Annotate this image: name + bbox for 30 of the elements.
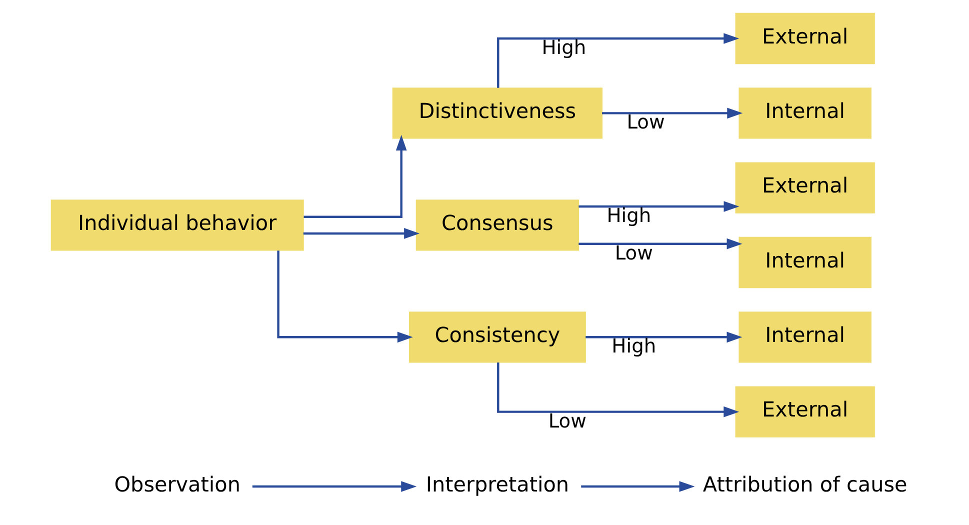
arrow (496, 33, 739, 88)
arrow (496, 362, 739, 418)
node-box: Internal (738, 312, 871, 363)
node-box: Individual behavior (50, 200, 304, 251)
edge-label: High (606, 204, 651, 227)
arrow (580, 481, 694, 492)
arrow (252, 481, 416, 492)
node-box: External (734, 12, 874, 64)
node-box: Distinctiveness (392, 88, 602, 139)
edge-label: Low (614, 241, 652, 264)
node-box: Internal (738, 88, 871, 139)
edge-label: Low (548, 409, 586, 432)
node-box: External (734, 162, 874, 214)
arrow (302, 228, 420, 239)
node-text: Interpretation (425, 472, 569, 496)
arrow (585, 332, 742, 343)
edge-label: High (541, 36, 586, 59)
node-box: Consistency (408, 312, 586, 363)
node-box: External (734, 386, 874, 438)
node-text: Attribution of cause (702, 472, 907, 496)
edge-label: High (611, 334, 656, 358)
arrow (602, 108, 742, 119)
arrow (578, 238, 742, 250)
node-box: Consensus (415, 200, 579, 251)
edge-label: Low (626, 110, 664, 134)
node-box: Internal (738, 236, 871, 288)
arrow (276, 250, 412, 343)
arrow (303, 134, 406, 218)
arrow (578, 201, 739, 212)
node-text: Observation (114, 472, 240, 496)
